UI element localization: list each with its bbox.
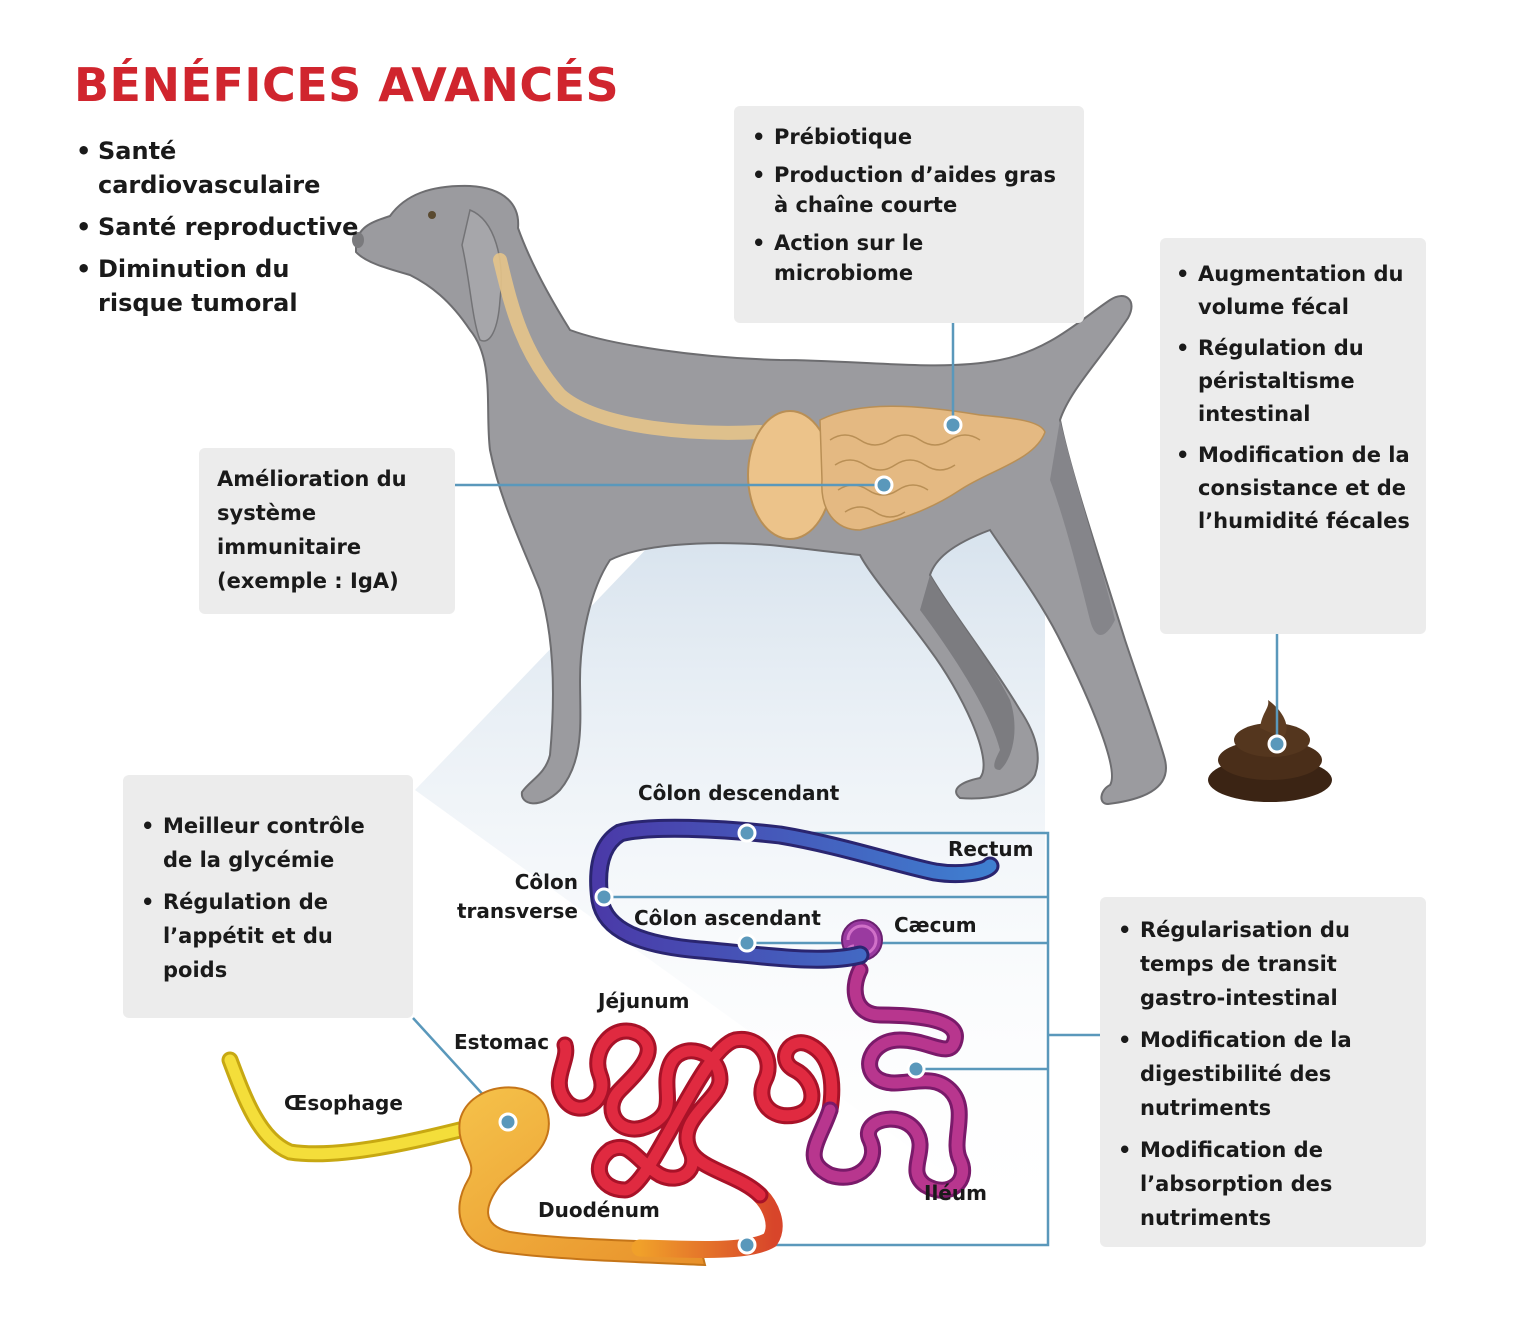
callout-feces-item: Modification de la consistance et de l’h…	[1176, 439, 1410, 538]
callout-colon: Prébiotique Production d’aides gras à ch…	[734, 106, 1084, 323]
dot-intestine	[874, 475, 894, 495]
label-colon-transverse-2: transverse	[457, 899, 578, 923]
benefit-item-cardiovascular: Santé cardiovasculaire	[76, 134, 366, 202]
label-estomac: Estomac	[454, 1030, 549, 1054]
benefit-item-tumor: Diminution du risque tumoral	[76, 252, 366, 320]
dog-stomach	[747, 410, 833, 540]
dot-colon-descendant	[737, 823, 757, 843]
callout-colon-item: Prébiotique	[752, 122, 1066, 152]
callout-glycemia-item: Régulation de l’appétit et du poids	[141, 885, 395, 987]
label-jejunum: Jéjunum	[596, 989, 689, 1013]
callout-transit-item: Régularisation du temps de transit gastr…	[1118, 913, 1410, 1015]
label-colon-transverse-1: Côlon	[515, 870, 578, 894]
label-duodenum: Duodénum	[538, 1198, 660, 1222]
dot-ileum	[906, 1059, 926, 1079]
callout-feces-item: Augmentation du volume fécal	[1176, 258, 1410, 324]
label-ileum: Iléum	[924, 1181, 987, 1205]
digestive-tract	[221, 818, 1000, 1267]
callout-feces-item: Régulation du péristaltisme intestinal	[1176, 332, 1410, 431]
feces-icon	[1208, 700, 1332, 802]
dog-eye	[428, 211, 436, 219]
dot-stomach	[498, 1112, 518, 1132]
callout-immune-text: Amélioration du système immunitaire (exe…	[217, 467, 407, 593]
callout-colon-item: Action sur le microbiome	[752, 228, 1066, 288]
callout-immune: Amélioration du système immunitaire (exe…	[199, 448, 455, 614]
label-oesophage: Œsophage	[284, 1091, 403, 1115]
connector-dots	[498, 415, 1287, 1255]
label-rectum: Rectum	[948, 837, 1033, 861]
callout-glycemia-item: Meilleur contrôle de la glycémie	[141, 809, 395, 877]
callout-transit-item: Modification de l’absorption des nutrime…	[1118, 1133, 1410, 1235]
dot-colon	[943, 415, 963, 435]
stomach-shape	[458, 1086, 707, 1267]
dot-duodenum	[737, 1235, 757, 1255]
page-title: BÉNÉFICES AVANCÉS	[74, 58, 620, 112]
callout-transit-item: Modification de la digestibilité des nut…	[1118, 1023, 1410, 1125]
dot-colon-transverse	[594, 887, 614, 907]
advanced-benefits-list: Santé cardiovasculaire Santé reproductiv…	[76, 134, 366, 328]
dot-feces	[1267, 734, 1287, 754]
callout-colon-item: Production d’aides gras à chaîne courte	[752, 160, 1066, 220]
leader-lines	[412, 322, 1279, 1247]
callout-feces: Augmentation du volume fécal Régulation …	[1160, 238, 1426, 634]
callout-glycemia: Meilleur contrôle de la glycémie Régulat…	[123, 775, 413, 1018]
benefit-item-reproductive: Santé reproductive	[76, 210, 366, 244]
duodenum-tube	[631, 1186, 783, 1258]
label-caecum: Cæcum	[894, 913, 977, 937]
dot-colon-ascendant	[737, 933, 757, 953]
label-colon-descendant: Côlon descendant	[638, 781, 840, 805]
label-colon-ascendant: Côlon ascendant	[634, 906, 821, 930]
dog-esophagus	[493, 253, 767, 440]
callout-transit: Régularisation du temps de transit gastr…	[1100, 897, 1426, 1247]
